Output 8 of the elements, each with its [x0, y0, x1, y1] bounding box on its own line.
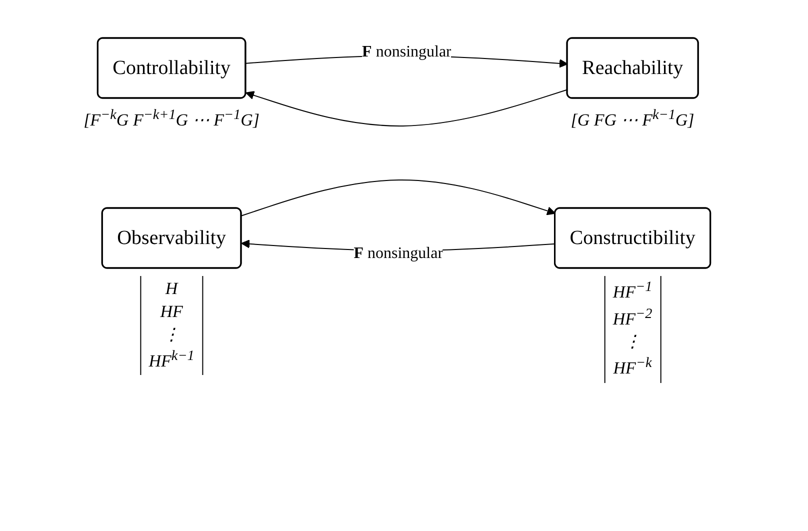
arrow [246, 89, 568, 126]
matrix-text: [F$^{−k}$G F$^{−k+1}$G ⋯ F$^{−1}$G] [84, 106, 260, 132]
matrix-text: H HF ⋮ HF$^{k−1}$ [140, 276, 204, 376]
matrix-text: HF$^{−1}$ HF$^{−2}$ ⋮ HF$^{−k}$ [604, 276, 662, 383]
edge-label: F nonsingular [362, 43, 452, 60]
edge-label: F nonsingular [354, 244, 444, 262]
arrow [241, 179, 556, 216]
matrix-text: [G FG ⋯ F$^{k−1}$G] [570, 106, 694, 132]
